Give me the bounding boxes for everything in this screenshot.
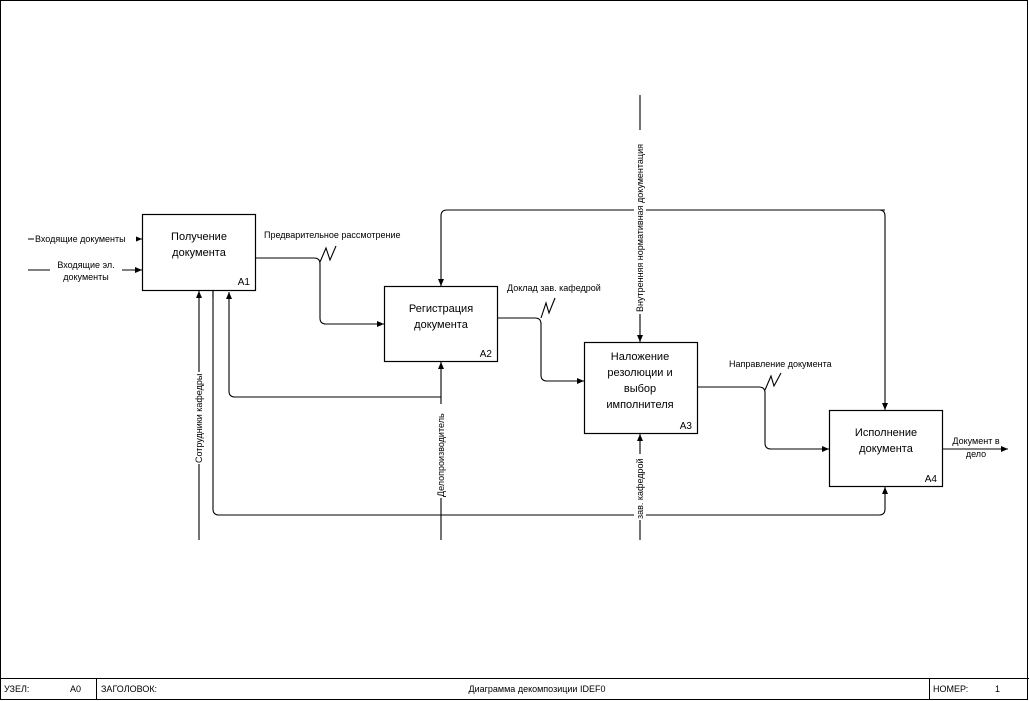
squiggle-prelim <box>319 245 337 263</box>
arrow-a2-a3 <box>497 317 584 384</box>
box-a3[interactable]: Наложение резолюции и выбор имполнителя … <box>583 341 699 435</box>
box-a2[interactable]: Регистрация документа A2 <box>383 285 499 363</box>
label-input-edocs-2: документы <box>63 272 108 282</box>
footer-number-label: НОМЕР: <box>933 684 968 694</box>
label-normdoc: Внутренняя нормативная документация <box>635 144 645 312</box>
arrow-a1-a2 <box>255 257 384 327</box>
label-prelim: Предварительное рассмотрение <box>264 230 401 240</box>
box-a4[interactable]: Исполнение документа A4 <box>828 409 944 488</box>
label-report: Доклад зав. кафедрой <box>507 283 601 293</box>
label-staff: Сотрудники кафедры <box>194 374 204 463</box>
footer-bar: УЗЕЛ: А0 ЗАГОЛОВОК: Диаграмма декомпозиц… <box>0 678 1029 700</box>
box-a2-line-2: документа <box>414 319 469 331</box>
arrow-staff-a4 <box>212 291 888 516</box>
arrow-a3-a4 <box>697 386 829 452</box>
box-a4-id: A4 <box>925 474 938 485</box>
box-a3-line-2: резолюции и <box>607 367 672 379</box>
footer-number-value: 1 <box>995 684 1000 694</box>
box-a4-line-2: документа <box>859 443 914 455</box>
box-a3-id: A3 <box>680 421 693 432</box>
footer-node-label: УЗЕЛ: <box>4 684 29 694</box>
box-a4-line-1: Исполнение <box>855 427 917 439</box>
label-clerk: Делопроизводитель <box>436 413 446 497</box>
label-head: зав. кафедрой <box>635 458 645 519</box>
box-a1-line-1: Получение <box>171 231 227 243</box>
footer-title-value: Диаграмма декомпозиции IDEF0 <box>469 684 606 694</box>
arrow-loop-top-a2 <box>438 209 885 286</box>
box-a2-id: A2 <box>480 349 493 360</box>
box-a2-line-1: Регистрация <box>409 303 473 315</box>
box-a3-line-1: Наложение <box>611 351 669 363</box>
arrow-clerk-a1 <box>226 292 441 398</box>
squiggle-direction <box>764 372 782 391</box>
label-input-docs: Входящие документы <box>35 234 126 244</box>
label-direction: Направление документа <box>729 359 832 369</box>
squiggle-report <box>540 297 556 319</box>
footer-node-value: А0 <box>70 684 81 694</box>
arrow-loop-top-a4 <box>878 209 888 410</box>
box-a3-line-3: выбор <box>624 383 656 395</box>
label-output-2: дело <box>966 449 986 459</box>
label-input-edocs-1: Входящие эл. <box>57 260 114 270</box>
footer-title-label: ЗАГОЛОВОК: <box>101 684 157 694</box>
box-a3-line-4: имполнителя <box>606 399 673 411</box>
box-a1[interactable]: Получение документа A1 <box>141 213 257 292</box>
box-a1-line-2: документа <box>172 247 227 259</box>
box-a1-id: A1 <box>238 277 251 288</box>
label-output-1: Документ в <box>952 436 999 446</box>
